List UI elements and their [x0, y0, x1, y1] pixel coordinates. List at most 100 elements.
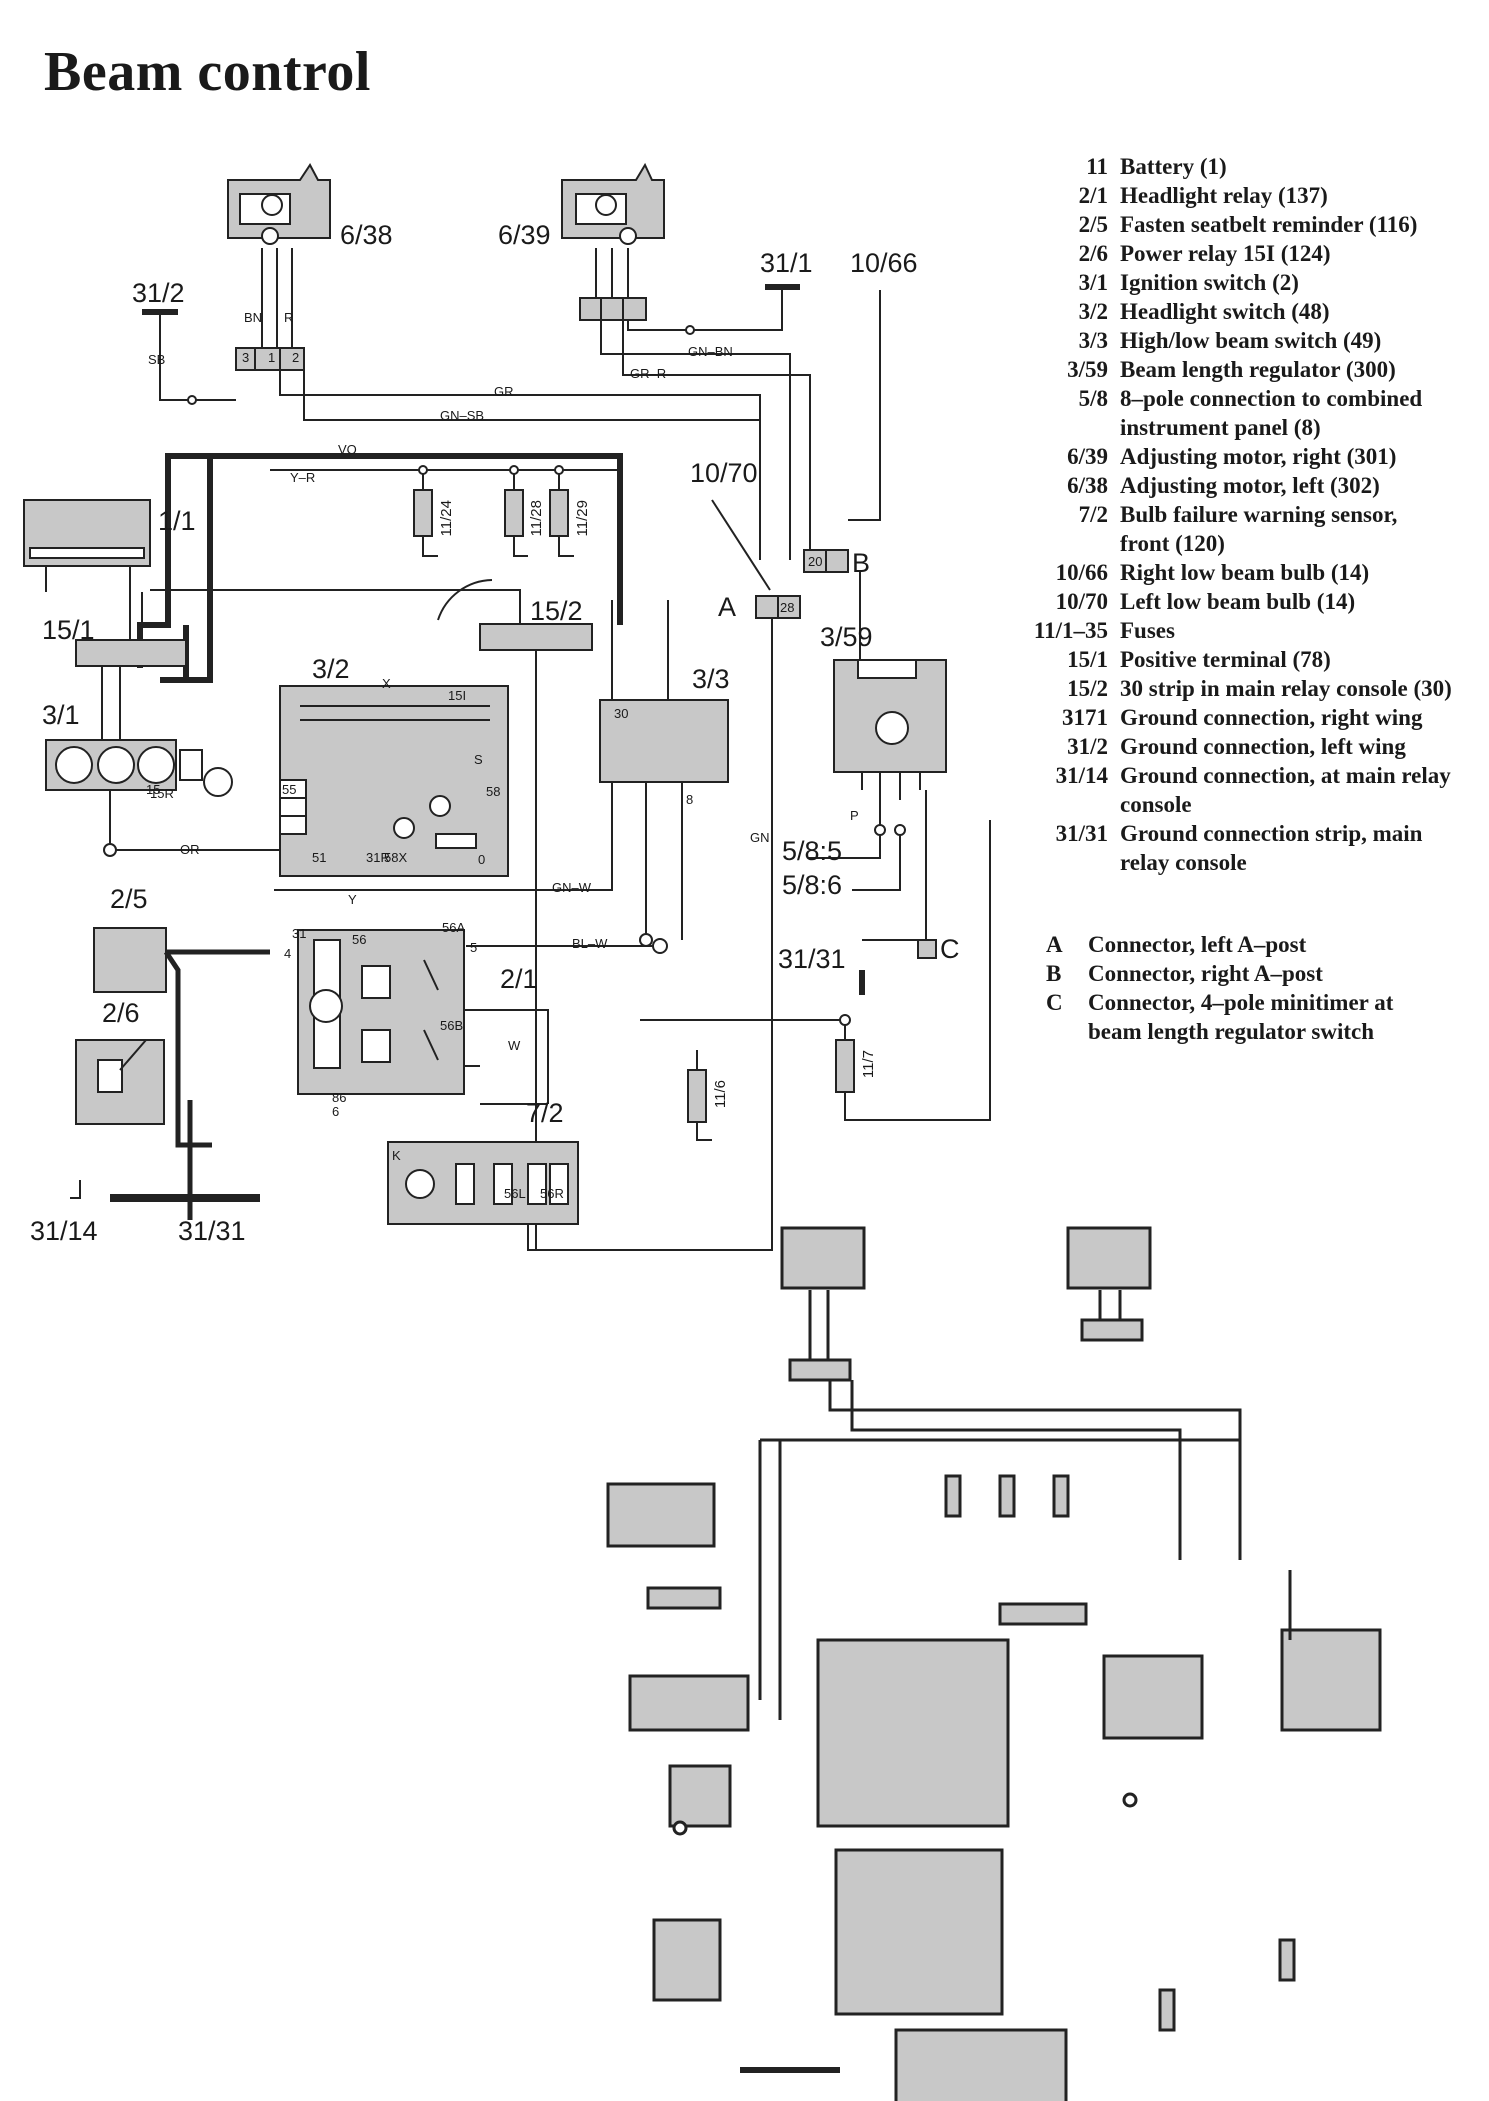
label-bulb-right: 10/66	[850, 248, 918, 278]
headlight-switch	[279, 579, 509, 877]
legend-description: 30 strip in main relay console (30)	[1120, 676, 1452, 701]
legend-description: Battery (1)	[1120, 154, 1227, 179]
pin-15: 15	[146, 782, 161, 797]
wire-label-gr: GR	[494, 384, 514, 399]
wire-label-gn: GN	[750, 830, 770, 845]
label-headlight-relay: 2/1	[500, 964, 538, 994]
legend-item: ·instrument panel (8)	[1000, 413, 1489, 442]
bulb-left-wire	[711, 499, 771, 591]
pin-6: 6	[332, 1104, 340, 1119]
legend-description: Fuses	[1120, 618, 1175, 643]
label-ignition: 3/1	[42, 700, 80, 730]
legend-code: 5/8	[1078, 386, 1108, 411]
wire-label-w: W	[508, 1038, 521, 1053]
legend-item: 7/2 Bulb failure warning sensor,	[1000, 500, 1489, 529]
positive-terminal	[75, 639, 187, 667]
legend-item: ·front (120)	[1000, 529, 1489, 558]
pin-p: P	[850, 808, 859, 823]
legend-description: Bulb failure warning sensor,	[1120, 502, 1398, 527]
pin-51: 51	[312, 850, 327, 865]
wire-label-gn-bn: GN–BN	[688, 344, 733, 359]
label-connector-c: C	[940, 934, 960, 964]
pin-86: 86	[332, 1090, 347, 1105]
legend-description: Headlight switch (48)	[1120, 299, 1330, 324]
legend-code: 3/1	[1078, 270, 1108, 295]
pin-2: 2	[292, 350, 300, 365]
connector-description: Connector, right A–post	[1088, 961, 1323, 986]
legend-code: 31/31	[1055, 821, 1108, 846]
legend-code: 10/66	[1055, 560, 1108, 585]
pin-30: 30	[614, 706, 629, 721]
legend-item: 5/8 8–pole connection to combined	[1000, 384, 1489, 413]
legend-item: 3/3 High/low beam switch (49)	[1000, 326, 1489, 355]
pin-58: 58	[486, 784, 501, 799]
legend-item: ·relay console	[1000, 848, 1489, 877]
legend-code: 2/1	[1078, 183, 1108, 208]
pin-15i: 15I	[448, 688, 467, 703]
label-motor-left: 6/38	[340, 220, 393, 250]
legend-code: 11	[1086, 154, 1108, 179]
legend-item: 3/59 Beam length regulator (300)	[1000, 355, 1489, 384]
legend-item: 11 Battery (1)	[1000, 152, 1489, 181]
label-fuse-11-7: 11/7	[860, 1050, 877, 1079]
pin-58x: 58X	[384, 850, 408, 865]
legend-description: front (120)	[1120, 531, 1225, 556]
legend-code: 7/2	[1078, 502, 1108, 527]
label-regulator: 3/59	[820, 622, 873, 652]
pin-3: 3	[242, 350, 250, 365]
legend-description: Ground connection strip, main	[1120, 821, 1423, 846]
wire-label-gn-sb: GN–SB	[440, 408, 485, 423]
label-strip: 15/2	[530, 596, 583, 626]
legend-description: Left low beam bulb (14)	[1120, 589, 1356, 614]
wire-label-or: OR	[180, 842, 200, 857]
pin-31: 31	[292, 926, 307, 941]
legend-description: Fasten seatbelt reminder (116)	[1120, 212, 1418, 237]
label-conn-5-8-6: 5/8:6	[782, 870, 843, 900]
pin-56l: 56L	[504, 1186, 526, 1201]
headlight-relay	[297, 929, 668, 1105]
connector-legend-item: beam length regulator switch	[1046, 1017, 1393, 1046]
label-ground-31-31a: 31/31	[778, 944, 846, 974]
legend-description: instrument panel (8)	[1120, 415, 1321, 440]
label-connector-b: B	[852, 548, 871, 578]
adjusting-motor-left	[227, 163, 331, 371]
legend-code: 11/1–35	[1033, 618, 1108, 643]
legend-code: 3/59	[1067, 357, 1108, 382]
pin-15r: 15R	[150, 786, 174, 801]
bulb-right-wire	[848, 290, 881, 521]
pin-20: 20	[808, 554, 823, 569]
wire-label-sb: SB	[148, 352, 166, 367]
battery	[23, 499, 151, 592]
pin-56r: 56R	[540, 1186, 564, 1201]
legend-code: 31/2	[1067, 734, 1108, 759]
label-positive: 15/1	[42, 615, 95, 645]
legend-code: 3/3	[1078, 328, 1108, 353]
wire-label-bl-w: BL–W	[572, 936, 608, 951]
legend-item: ·console	[1000, 790, 1489, 819]
legend-description: 8–pole connection to combined	[1120, 386, 1423, 411]
legend-item: 31/31 Ground connection strip, main	[1000, 819, 1489, 848]
connector-c	[917, 939, 937, 959]
legend-description: Ground connection, right wing	[1120, 705, 1423, 730]
legend-description: Ground connection, at main relay	[1120, 763, 1451, 788]
label-power-relay: 2/6	[102, 998, 140, 1028]
label-fuse-11-29: 11/29	[574, 500, 591, 537]
label-seatbelt: 2/5	[110, 884, 148, 914]
legend-description: Power relay 15I (124)	[1120, 241, 1331, 266]
legend-code: 15/1	[1067, 647, 1108, 672]
label-ground-31-31b: 31/31	[178, 1216, 246, 1246]
pin-8: 8	[686, 792, 694, 807]
legend-description: High/low beam switch (49)	[1120, 328, 1382, 353]
pin-4: 4	[284, 946, 292, 961]
legend-description: Beam length regulator (300)	[1120, 357, 1396, 382]
connector-code: A	[1046, 932, 1063, 957]
legend-item: 11/1–35 Fuses	[1000, 616, 1489, 645]
wire-label-y: Y	[348, 892, 357, 907]
pin-55: 55	[282, 782, 297, 797]
wire-label-gn-w: GN–W	[552, 880, 591, 895]
